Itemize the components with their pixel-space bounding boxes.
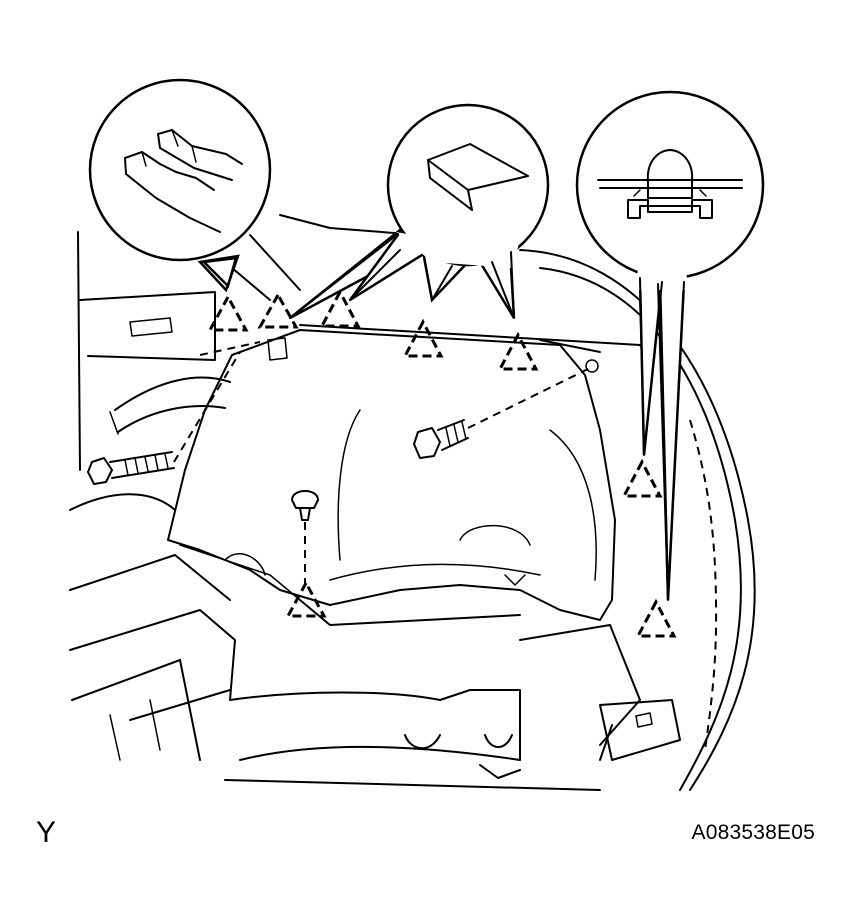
- clip-marker-icon: [635, 598, 677, 638]
- block-clip-detail: [289, 103, 550, 320]
- clip-marker-icon: [402, 318, 444, 358]
- bolt-left-icon: [87, 451, 175, 485]
- install-guide-lines: [173, 341, 599, 592]
- clip-marker-icon: [257, 291, 299, 329]
- clip-marker-icon: [319, 288, 361, 328]
- clip-marker-icon: [621, 458, 663, 498]
- vehicle-body-lines: [69, 214, 756, 791]
- view-label: Y: [36, 816, 57, 849]
- deck-trim-panel: [167, 329, 616, 621]
- clip-marker-icon: [497, 331, 539, 371]
- clip-marker-icons: [207, 288, 677, 638]
- push-clip-icon: [291, 490, 319, 521]
- clip-marker-icon: [285, 579, 327, 618]
- clip-marker-icon: [207, 293, 249, 332]
- reference-code: A083538E05: [691, 821, 815, 844]
- push-clip-detail: [575, 90, 765, 601]
- claw-clip-detail: [88, 78, 272, 293]
- bolt-center-icon: [413, 419, 469, 459]
